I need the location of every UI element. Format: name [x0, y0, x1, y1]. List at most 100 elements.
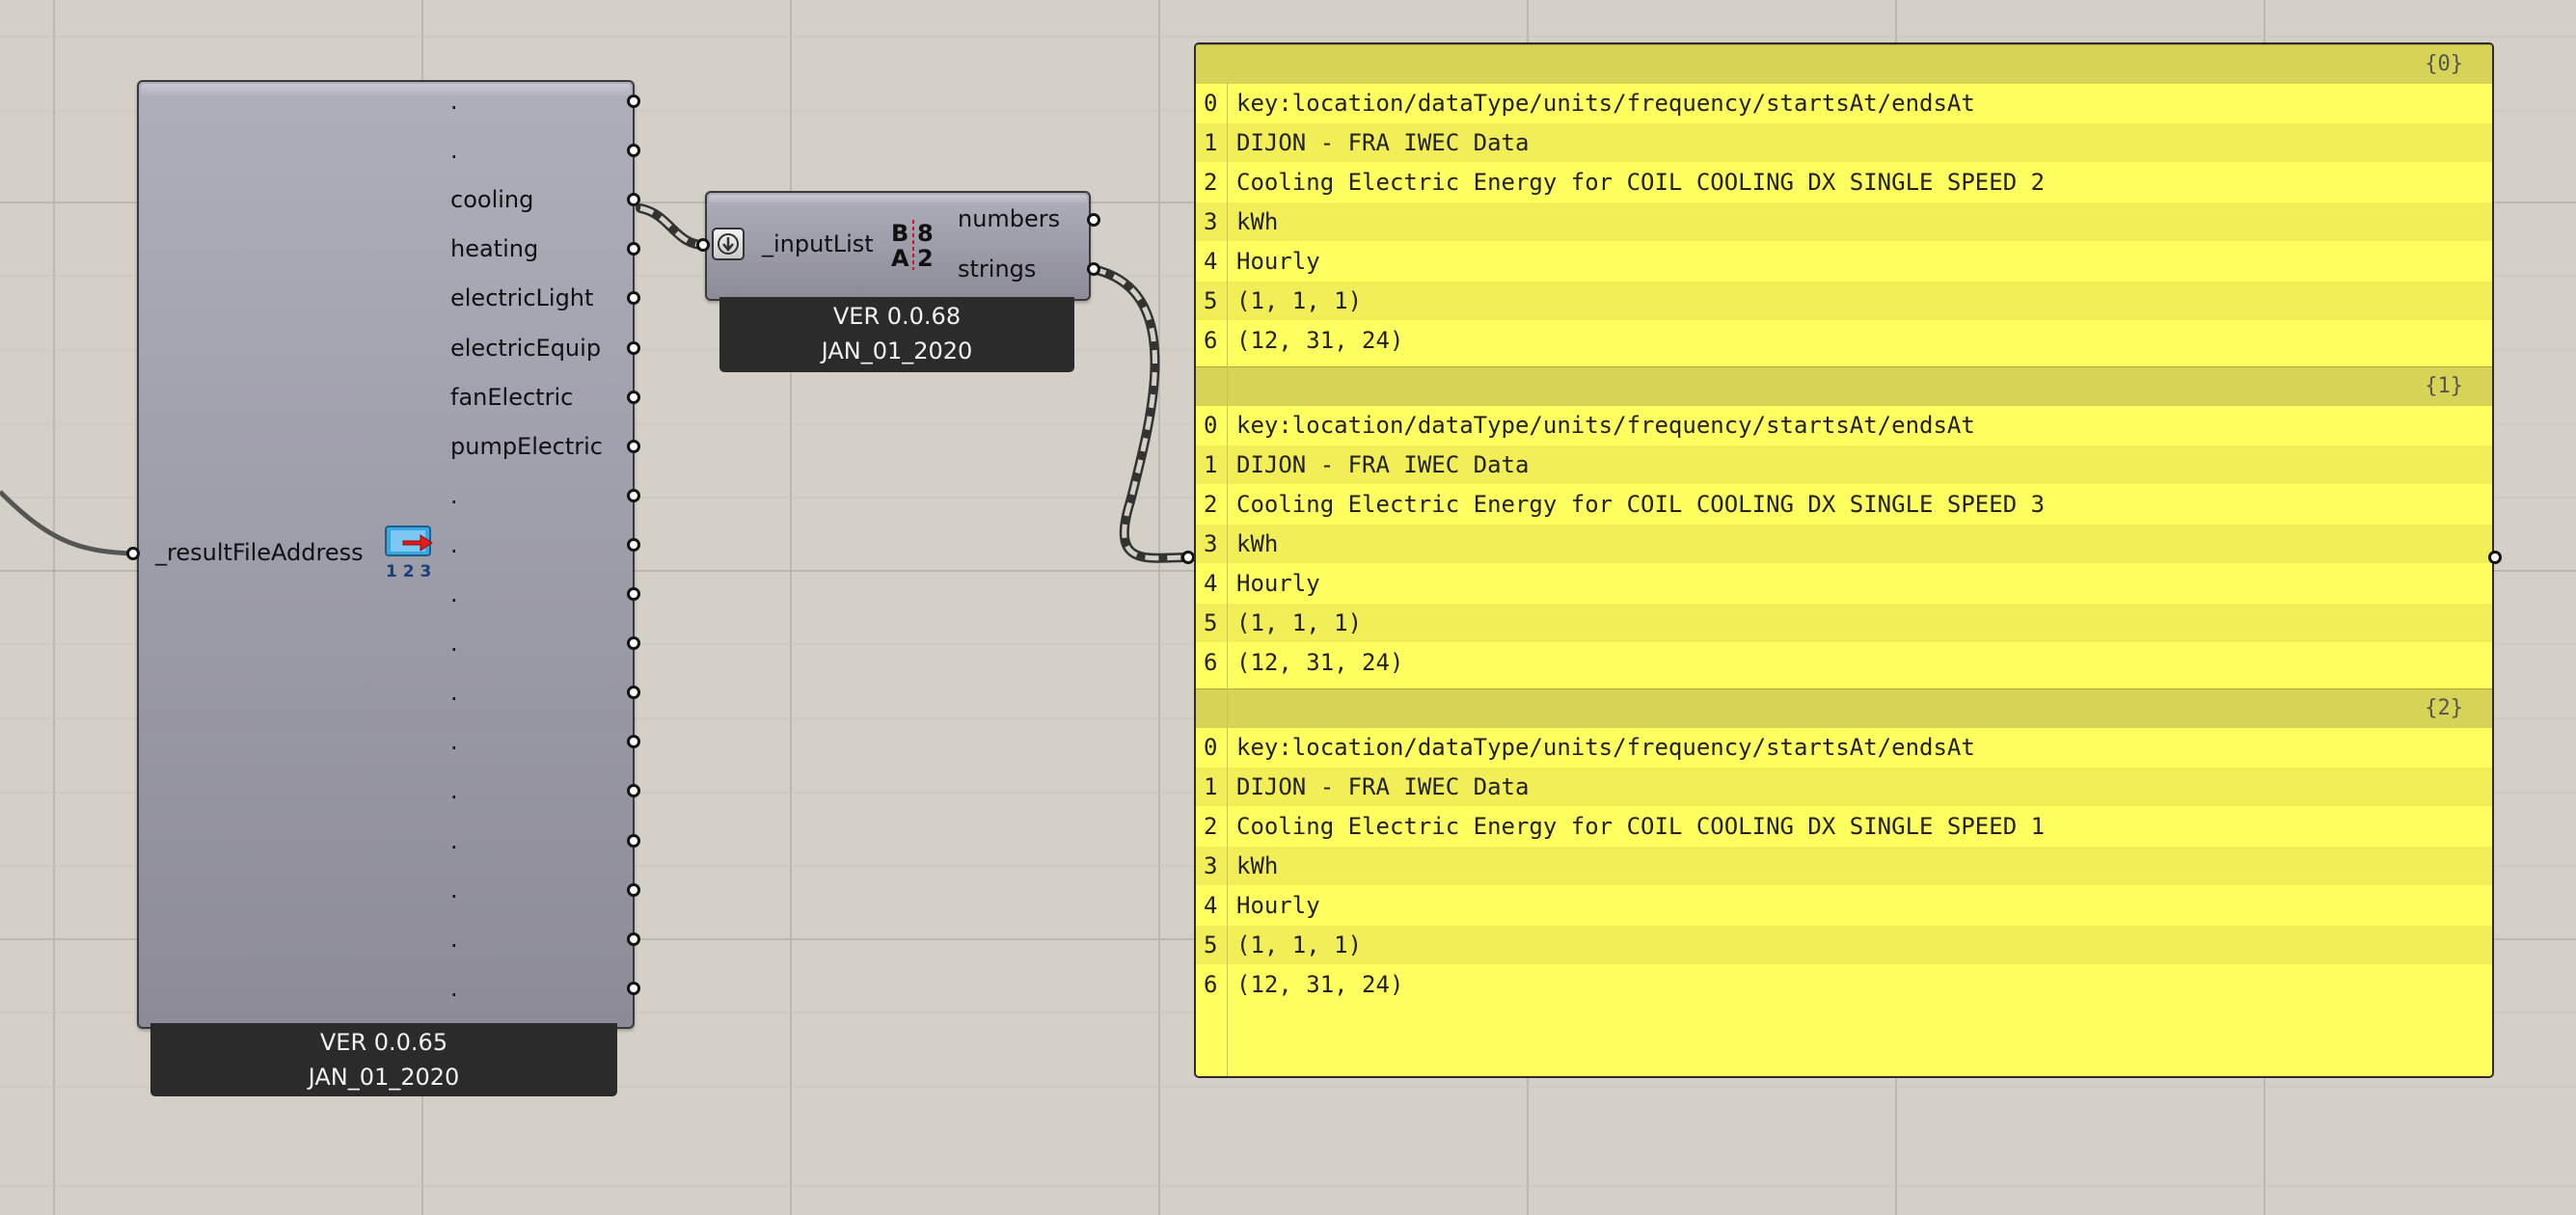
- read-result-output-port[interactable]: [627, 686, 640, 700]
- row-index: 0: [1204, 412, 1218, 439]
- row-value: kWh: [1236, 852, 1279, 879]
- row-index: 5: [1204, 287, 1218, 314]
- branch-path: {0}: [2425, 52, 2463, 76]
- row-value: DIJON - FRA IWEC Data: [1236, 773, 1530, 800]
- read-result-output-port[interactable]: [627, 981, 640, 995]
- numbers-output-label: numbers: [958, 205, 1061, 232]
- read-result-output-port[interactable]: [627, 833, 640, 848]
- panel-row: 5(1, 1, 1): [1196, 282, 2492, 320]
- separate-strings-date: JAN_01_2020: [821, 338, 973, 364]
- read-result-output-port[interactable]: [627, 291, 640, 306]
- branch-path: {2}: [2425, 696, 2463, 720]
- icon-digits: 1 2 3: [386, 562, 431, 580]
- row-value: key:location/dataType/units/frequency/st…: [1236, 90, 1975, 117]
- read-result-output-port[interactable]: [627, 439, 640, 453]
- panel-row: 1 DIJON - FRA IWEC Data: [1196, 123, 2492, 162]
- read-result-output-label: .: [450, 777, 458, 805]
- row-value: key:location/dataType/units/frequency/st…: [1236, 412, 1975, 439]
- row-index: 4: [1204, 570, 1218, 597]
- read-result-output-port[interactable]: [627, 390, 640, 404]
- read-result-output-port[interactable]: [627, 735, 640, 749]
- row-value: (12, 31, 24): [1236, 971, 1404, 998]
- read-result-output-port[interactable]: [627, 340, 640, 355]
- read-result-output-port[interactable]: [627, 784, 640, 798]
- read-result-output-label: heating: [450, 235, 539, 263]
- icon-digit-2: 2: [917, 245, 934, 272]
- read-result-output-port[interactable]: [627, 537, 640, 552]
- read-result-output-port[interactable]: [627, 193, 640, 207]
- read-result-output-label: .: [450, 137, 458, 165]
- row-index: 5: [1204, 932, 1218, 958]
- branch-header: {0}: [1196, 44, 2492, 84]
- read-result-output-label: .: [450, 925, 458, 953]
- result-file-address-input-port[interactable]: [126, 547, 140, 560]
- result-file-address-input-label: _resultFileAddress: [155, 539, 364, 566]
- icon-letter-b: B: [891, 220, 908, 247]
- read-result-output-port[interactable]: [627, 94, 640, 108]
- branch-path: {1}: [2425, 374, 2463, 398]
- read-result-version: VER 0.0.65: [319, 1029, 448, 1056]
- read-result-output-label: fanElectric: [450, 383, 574, 411]
- row-index: 2: [1204, 491, 1218, 518]
- component-top-strip: [709, 195, 1087, 202]
- row-index: 6: [1204, 971, 1218, 998]
- panel-row: 2 Cooling Electric Energy for COIL COOLIN…: [1196, 163, 2492, 202]
- arrow-down-icon: [718, 233, 739, 255]
- read-result-output-port[interactable]: [627, 587, 640, 601]
- row-index: 1: [1204, 129, 1218, 156]
- read-result-output-port[interactable]: [627, 882, 640, 897]
- ba-82-icon: B A 8 2: [891, 220, 934, 272]
- read-result-output-port[interactable]: [627, 636, 640, 651]
- text-panel[interactable]: {0} 0 key:location/dataType/units/frequenc…: [1194, 42, 2494, 1078]
- panel-input-port[interactable]: [1181, 551, 1195, 564]
- row-index: 3: [1204, 530, 1218, 557]
- row-value: (12, 31, 24): [1236, 649, 1404, 676]
- read-result-output-label: .: [450, 630, 458, 658]
- row-value: key:location/dataType/units/frequency/st…: [1236, 734, 1975, 761]
- icon-letter-a: A: [891, 245, 909, 272]
- row-index: 2: [1204, 169, 1218, 196]
- panel-row: 5(1, 1, 1): [1196, 604, 2492, 642]
- read-result-output-label: .: [450, 530, 458, 558]
- read-result-output-port[interactable]: [627, 932, 640, 946]
- row-value: (1, 1, 1): [1236, 609, 1363, 636]
- row-value: DIJON - FRA IWEC Data: [1236, 129, 1530, 156]
- row-index: 1: [1204, 451, 1218, 478]
- row-index: 6: [1204, 327, 1218, 354]
- numbers-output-port[interactable]: [1087, 213, 1100, 227]
- row-value: Cooling Electric Energy for COIL COOLING…: [1236, 169, 2046, 196]
- row-index: 6: [1204, 649, 1218, 676]
- panel-row: 0 key:location/dataType/units/frequency/s…: [1196, 406, 2492, 445]
- read-result-output-port[interactable]: [627, 488, 640, 502]
- branch-header: {2}: [1196, 688, 2492, 728]
- strings-output-label: strings: [958, 256, 1037, 283]
- row-value: kWh: [1236, 208, 1279, 235]
- read-result-date: JAN_01_2020: [308, 1064, 460, 1091]
- row-value: (1, 1, 1): [1236, 932, 1363, 958]
- read-result-output-label: .: [450, 876, 458, 904]
- read-result-output-label: .: [450, 580, 458, 608]
- read-result-output-port[interactable]: [627, 144, 640, 158]
- panel-gutter: [1227, 83, 1228, 1076]
- input-list-label: _inputList: [762, 230, 874, 257]
- panel-output-port[interactable]: [2488, 551, 2502, 564]
- read-result-output-label: cooling: [450, 186, 534, 214]
- row-index: 1: [1204, 773, 1218, 800]
- read-result-output-port[interactable]: [627, 242, 640, 256]
- strings-output-port[interactable]: [1087, 262, 1100, 276]
- wire-strings-to-panel: [1088, 264, 1193, 563]
- separate-strings-version: VER 0.0.68: [832, 303, 962, 330]
- download-toggle-button[interactable]: [712, 228, 745, 260]
- panel-row: 1 DIJON - FRA IWEC Data: [1196, 768, 2492, 806]
- read-result-output-label: electricEquip: [450, 334, 602, 362]
- read-result-output-label: electricLight: [450, 284, 594, 312]
- input-list-port[interactable]: [696, 238, 710, 252]
- branch-header: {1}: [1196, 366, 2492, 406]
